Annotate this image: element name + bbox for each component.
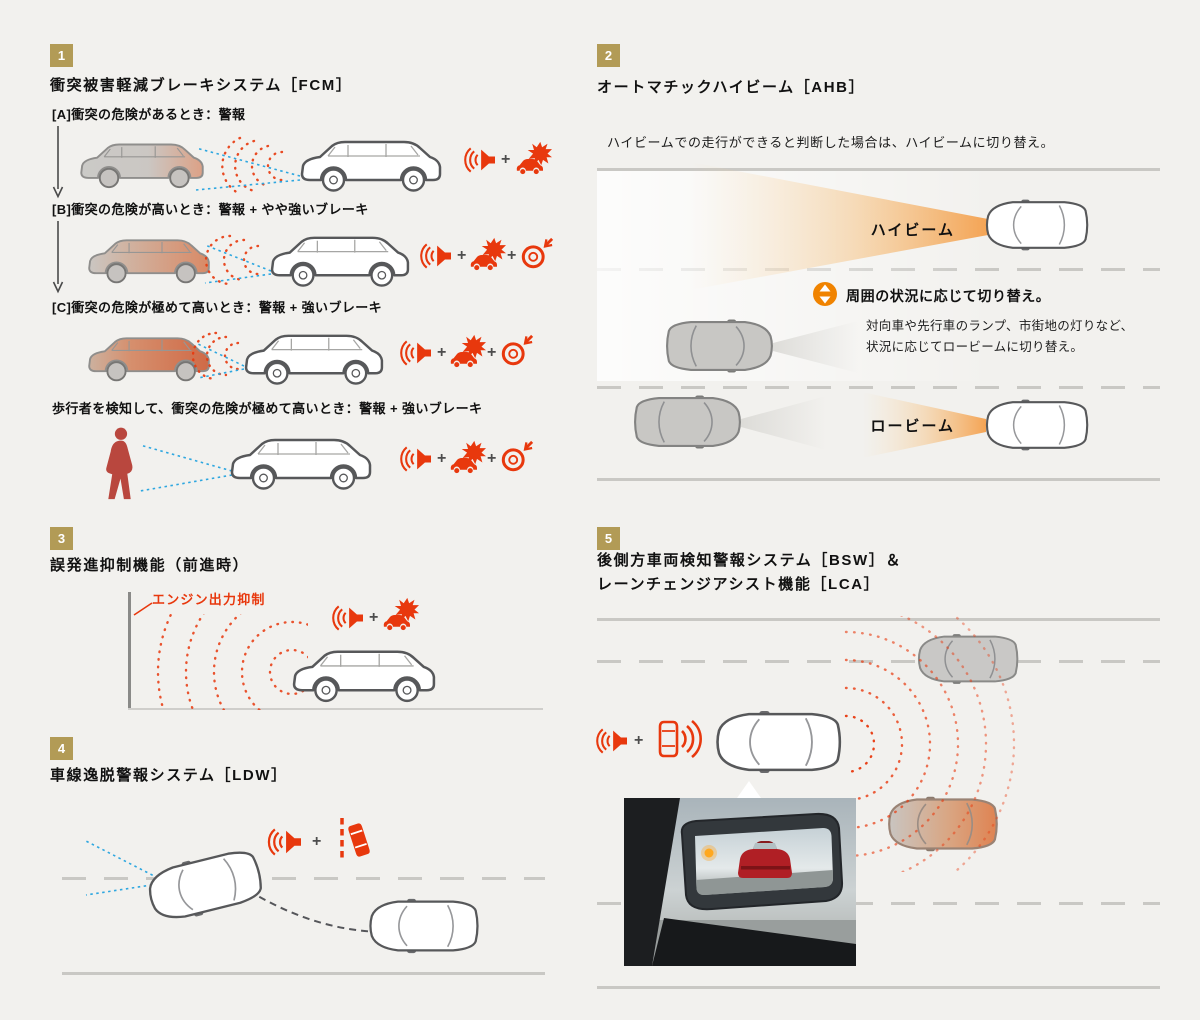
fcm-row-a-label: [A]衝突の危険があるとき：警報 xyxy=(52,107,246,122)
plus-sign: + xyxy=(437,344,447,361)
road-line-solid xyxy=(597,168,1160,171)
alarm-speaker-icon xyxy=(400,446,432,472)
ahb-low-beam-note: 対向車や先行車のランプ、市街地の灯りなど、 状況に応じてロービームに切り替え。 xyxy=(866,316,1133,359)
alarm-speaker-icon xyxy=(400,340,432,366)
ahb-switch-note: 周囲の状況に応じて切り替え。 xyxy=(846,288,1051,304)
fcm-row-c-label: [C]衝突の危険が極めて高いとき：警報 + 強いブレーキ xyxy=(52,300,383,315)
section-number-badge: 4 xyxy=(50,737,73,760)
road-line-dashed xyxy=(597,660,1160,663)
collision-burst-icon xyxy=(450,439,486,477)
engine-output-callout: エンジン出力抑制 xyxy=(152,592,266,607)
collision-burst-icon xyxy=(470,236,506,274)
alarm-speaker-icon xyxy=(267,828,302,856)
alarm-speaker-icon xyxy=(420,243,452,269)
road-line-dashed xyxy=(597,386,1160,389)
timeline-arrow-down-icon xyxy=(52,221,64,294)
section-number-badge: 1 xyxy=(50,44,73,67)
plus-sign: + xyxy=(457,247,467,264)
collision-burst-icon xyxy=(383,596,419,634)
road-line-solid xyxy=(62,972,545,975)
beam-switch-arrows-icon xyxy=(812,281,838,307)
drifting-vehicle-illustration xyxy=(141,842,273,928)
detection-cone xyxy=(195,146,301,192)
detection-cone xyxy=(83,838,160,896)
detection-cone xyxy=(139,441,233,493)
low-beam-vehicle-illustration xyxy=(984,397,1094,453)
detection-cone xyxy=(197,342,245,380)
section-title-line2: レーンチェンジアシスト機能［LCA］ xyxy=(597,576,881,593)
plus-sign: + xyxy=(437,450,447,467)
plus-sign: + xyxy=(501,151,511,168)
plus-sign: + xyxy=(369,609,379,626)
callout-pointer xyxy=(737,781,761,798)
section-title: 車線逸脱警報システム［LDW］ xyxy=(50,767,288,784)
brake-tire-icon xyxy=(500,440,534,474)
detection-cone xyxy=(204,243,272,285)
subject-vehicle-illustration xyxy=(712,710,850,774)
collision-burst-icon xyxy=(450,333,486,371)
high-beam-label: ハイビーム xyxy=(870,222,955,239)
headlight-beam xyxy=(741,396,826,450)
blind-spot-warning-icon xyxy=(654,718,702,760)
road-line-dashed xyxy=(62,877,545,880)
section-title: オートマチックハイビーム［AHB］ xyxy=(597,79,866,96)
road-line-solid xyxy=(597,986,1160,989)
radar-waves xyxy=(204,234,266,286)
ahb-intro-note: ハイビームでの走行ができると判断した場合は、ハイビームに切り替え。 xyxy=(607,135,1055,150)
road-line-dashed xyxy=(597,902,1160,905)
door-mirror-photo xyxy=(624,798,856,966)
oncoming-vehicle-illustration xyxy=(660,317,775,375)
plus-sign: + xyxy=(634,732,644,749)
subject-vehicle-illustration xyxy=(296,131,446,195)
brake-tire-icon xyxy=(520,237,554,271)
ahb-low-beam-note-line1: 対向車や先行車のランプ、市街地の灯りなど、 xyxy=(866,319,1134,333)
road-line-solid xyxy=(597,478,1160,481)
headlight-beam xyxy=(773,321,858,373)
beam-cone-low xyxy=(862,392,986,458)
trailing-vehicle-illustration xyxy=(366,898,486,954)
radar-waves xyxy=(210,136,290,196)
section-number-badge: 5 xyxy=(597,527,620,550)
beam-cone-high xyxy=(690,162,988,290)
section-number-badge: 2 xyxy=(597,44,620,67)
lead-vehicle-illustration xyxy=(76,134,208,192)
plus-sign: + xyxy=(487,450,497,467)
subject-vehicle-illustration xyxy=(266,227,414,290)
oncoming-vehicle-illustration xyxy=(628,393,743,451)
road-line-solid xyxy=(597,618,1160,621)
alarm-speaker-icon xyxy=(464,147,496,173)
lead-vehicle-illustration xyxy=(84,230,214,287)
ahb-low-beam-note-line2: 状況に応じてロービームに切り替え。 xyxy=(866,340,1084,355)
radar-waves xyxy=(140,614,308,710)
drift-trajectory xyxy=(252,886,382,942)
detected-vehicle-illustration xyxy=(886,791,1004,857)
lane-departure-icon xyxy=(334,816,374,862)
fcm-row-b-label: [B]衝突の危険が高いとき：警報 + やや強いブレーキ xyxy=(52,202,369,217)
ground-line xyxy=(128,708,543,710)
fcm-pedestrian-row-label: 歩行者を検知して、衝突の危険が極めて高いとき：警報 + 強いブレーキ xyxy=(52,401,483,416)
timeline-arrow-down-icon xyxy=(52,126,64,199)
high-beam-vehicle-illustration xyxy=(984,197,1094,253)
section-title-line1: 後側方車両検知警報システム［BSW］＆ xyxy=(597,552,902,569)
collision-burst-icon xyxy=(516,140,552,178)
plus-sign: + xyxy=(487,344,497,361)
alarm-speaker-icon xyxy=(332,605,364,631)
pedestrian-illustration xyxy=(100,426,140,502)
subject-vehicle-illustration xyxy=(240,325,388,388)
low-beam-label: ロービーム xyxy=(870,418,955,435)
detected-vehicle-illustration xyxy=(916,629,1024,689)
lead-vehicle-illustration xyxy=(84,328,214,385)
alarm-speaker-icon xyxy=(596,728,628,754)
section-title: 衝突被害軽減ブレーキシステム［FCM］ xyxy=(50,77,353,94)
plus-sign: + xyxy=(312,833,322,850)
brake-tire-icon xyxy=(500,334,534,368)
subject-vehicle-illustration xyxy=(226,429,376,493)
section-title: 誤発進抑制機能（前進時） xyxy=(50,557,250,574)
plus-sign: + xyxy=(507,247,517,264)
callout-leader-line xyxy=(133,602,153,616)
radar-waves xyxy=(836,616,1026,872)
section-number-badge: 3 xyxy=(50,527,73,550)
wall-illustration xyxy=(128,592,131,710)
subject-vehicle-illustration xyxy=(288,640,440,706)
